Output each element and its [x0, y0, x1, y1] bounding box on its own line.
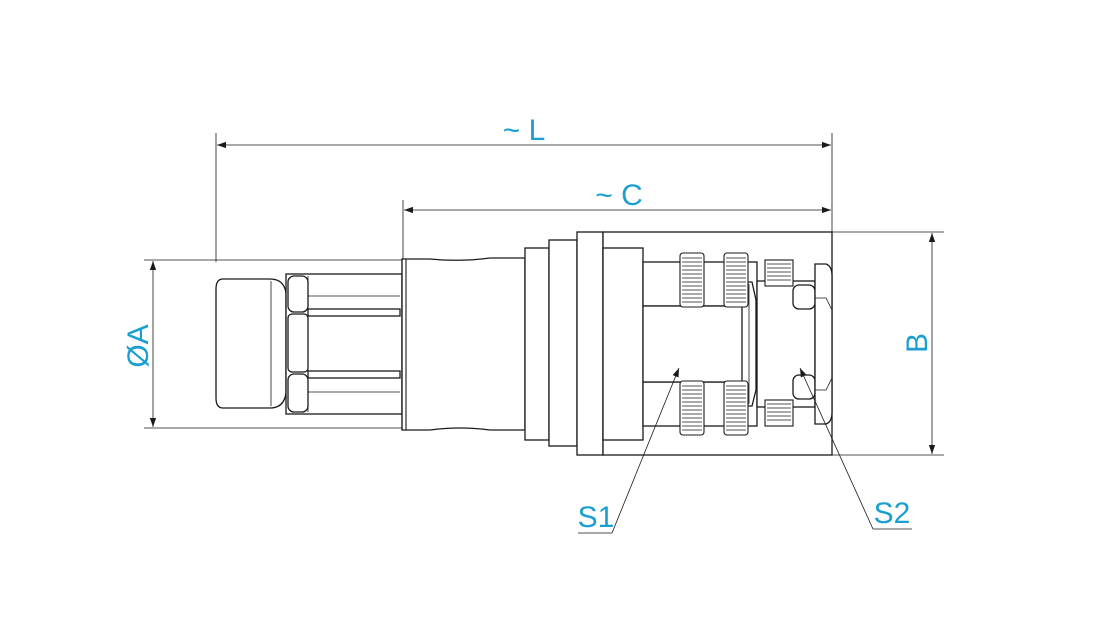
- shank-tube: [401, 257, 526, 431]
- collet-nose-cap: [215, 278, 287, 409]
- collet-finger-top: [287, 275, 309, 313]
- dimension-a: ØA: [122, 259, 402, 429]
- leader-s2-label: S2: [874, 497, 911, 530]
- collet-finger-middle: [287, 313, 309, 373]
- collet-body: [285, 273, 403, 415]
- dimension-c: ~ C: [402, 179, 831, 262]
- flange-ring-2: [548, 239, 578, 447]
- leader-s1: S1: [578, 367, 680, 534]
- end-cap-chamfer: [815, 297, 833, 391]
- knurl-nut-2-bottom: [723, 380, 749, 436]
- leader-s2: S2: [799, 367, 912, 530]
- end-cap-body: [814, 263, 833, 425]
- collet-finger-bottom: [287, 373, 309, 413]
- collet-nose: [215, 278, 287, 409]
- s2-flat-bottom: [792, 374, 816, 400]
- collet-slot-bottom: [307, 370, 401, 379]
- dimension-c-label: ~ C: [595, 179, 643, 212]
- knurl-nut-2: [723, 252, 749, 436]
- housing-shoulder: [602, 247, 644, 441]
- knurl-nut-2-texture: [726, 257, 746, 431]
- shank-tube-body: [401, 257, 526, 431]
- end-cap: [814, 263, 833, 425]
- s2-flat-top: [792, 284, 816, 310]
- leader-s1-line: [611, 367, 680, 534]
- flange: [524, 231, 604, 456]
- dimension-l: ~ L: [215, 114, 833, 262]
- s2-knurl-texture: [767, 263, 791, 421]
- collet-slot-top: [307, 308, 401, 317]
- s1-hex-section: [642, 305, 748, 383]
- flange-ring-3: [576, 231, 604, 456]
- knurl-nut-2-top: [723, 252, 749, 308]
- flange-ring-1: [524, 247, 550, 441]
- dimension-a-label: ØA: [122, 324, 155, 367]
- knurl-nut-1-bottom: [679, 380, 705, 436]
- knurl-nut-1: [679, 252, 705, 436]
- leader-s1-label: S1: [578, 501, 615, 534]
- knurl-nut-1-top: [679, 252, 705, 308]
- s2-nut: [756, 259, 816, 427]
- leader-s2-line: [799, 367, 874, 530]
- knurl-nut-1-texture: [682, 257, 702, 431]
- dimension-l-label: ~ L: [503, 114, 546, 147]
- dimension-b-label: B: [901, 333, 934, 353]
